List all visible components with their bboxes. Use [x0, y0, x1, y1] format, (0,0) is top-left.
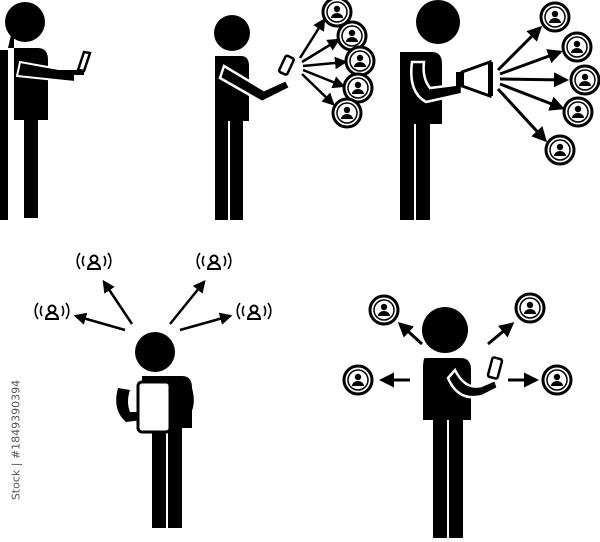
wireless-user-icon	[34, 302, 70, 320]
wireless-user-icon	[236, 302, 272, 320]
person-using-laptop	[0, 2, 92, 220]
user-icon	[561, 31, 593, 63]
person-with-tablet	[34, 252, 272, 528]
user-icon	[368, 294, 400, 326]
user-icon	[331, 97, 363, 129]
user-icon	[544, 134, 576, 166]
phone-icon	[486, 356, 504, 380]
user-icon	[539, 1, 571, 33]
wireless-user-icon	[196, 252, 232, 270]
phone-icon	[277, 54, 295, 76]
user-icon	[541, 364, 573, 396]
watermark: Stock | #1849390394	[9, 379, 23, 501]
laptop-icon	[44, 70, 84, 75]
person-sharing-from-phone	[214, 0, 376, 220]
megaphone-icon	[456, 59, 493, 99]
person-with-phone-connecting	[342, 292, 573, 538]
head	[5, 2, 45, 42]
user-icon	[344, 45, 376, 77]
user-icon	[562, 96, 594, 128]
user-icon	[514, 292, 546, 324]
wireless-user-icon	[76, 252, 112, 270]
person-with-megaphone	[400, 0, 600, 220]
user-icon	[569, 64, 600, 96]
user-icon	[342, 364, 374, 396]
tablet-icon	[136, 380, 172, 434]
